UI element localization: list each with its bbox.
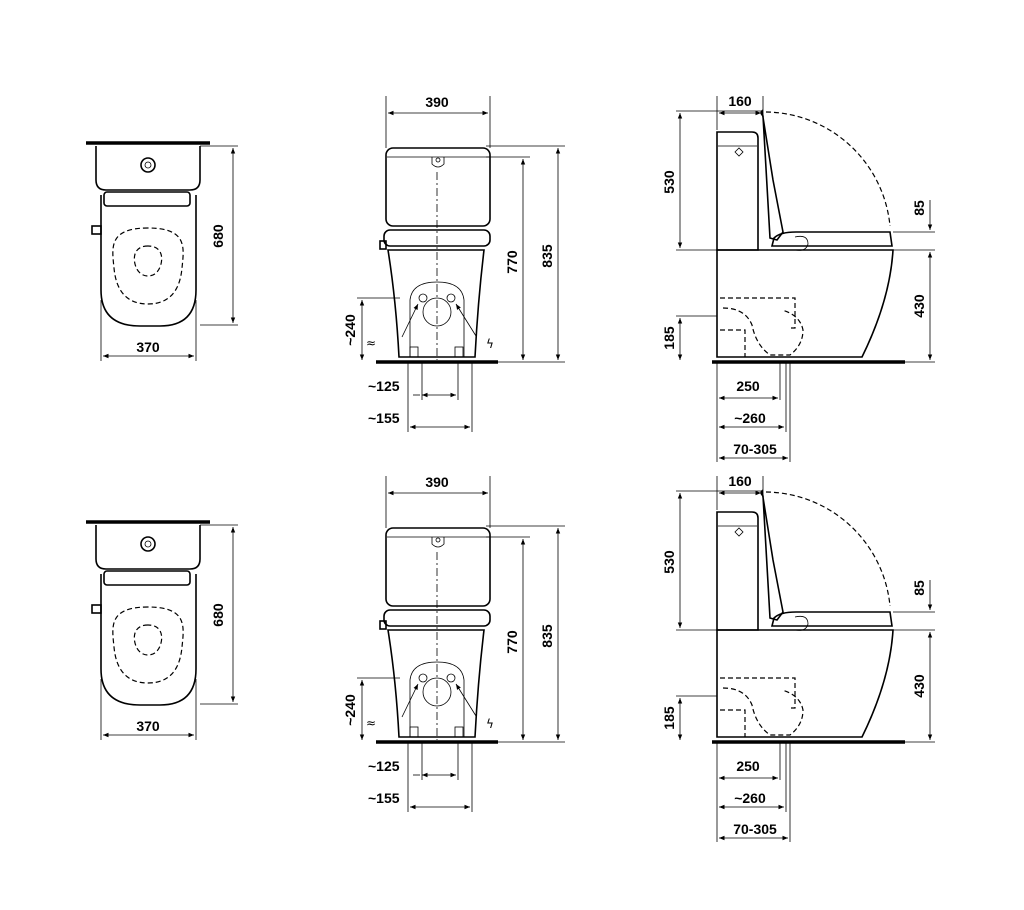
- side-view-outline: [676, 476, 935, 842]
- dim-155: ~155: [368, 790, 400, 806]
- dim-250: 250: [736, 758, 760, 774]
- dim-85: 85: [911, 200, 927, 216]
- dim-770: 770: [504, 250, 520, 274]
- front-view-1: 390 770 835 ~240 ≈ ϟ ~125 ~155: [342, 94, 565, 432]
- power-icon: ϟ: [486, 717, 494, 731]
- dim-160: 160: [728, 473, 752, 489]
- side-view-outline: [676, 96, 935, 462]
- dim-530: 530: [661, 170, 677, 194]
- top-view-1: 680 370: [86, 143, 238, 361]
- dim-370: 370: [136, 339, 160, 355]
- dim-835: 835: [539, 624, 555, 648]
- dim-260: ~260: [734, 790, 766, 806]
- front-view-2: 390 770 835 ~240 ≈ ϟ ~125 ~155: [342, 474, 565, 812]
- dim-185: 185: [661, 706, 677, 730]
- dim-250: 250: [736, 378, 760, 394]
- dim-430: 430: [911, 674, 927, 698]
- dim-530: 530: [661, 550, 677, 574]
- dim-835: 835: [539, 244, 555, 268]
- dim-155: ~155: [368, 410, 400, 426]
- top-view-outline: [86, 143, 238, 361]
- dim-85: 85: [911, 580, 927, 596]
- dim-680: 680: [210, 603, 226, 627]
- side-view-2: 160 530 85 430 185 250 ~260 70-305: [661, 473, 935, 842]
- water-icon: ≈: [366, 336, 376, 350]
- dim-370: 370: [136, 718, 160, 734]
- dim-70-305: 70-305: [733, 821, 777, 837]
- top-view-2: 680 370: [86, 522, 238, 740]
- dim-390: 390: [425, 94, 449, 110]
- dim-240: ~240: [342, 314, 358, 346]
- dim-240: ~240: [342, 694, 358, 726]
- side-view-1: 160 530 85 430 185 250 ~260 70-305: [661, 93, 935, 462]
- power-icon: ϟ: [486, 337, 494, 351]
- dim-430: 430: [911, 294, 927, 318]
- dim-125: ~125: [368, 378, 400, 394]
- dim-770: 770: [504, 630, 520, 654]
- top-view-outline: [86, 522, 238, 740]
- dim-125: ~125: [368, 758, 400, 774]
- dim-70-305: 70-305: [733, 441, 777, 457]
- dim-160: 160: [728, 93, 752, 109]
- dim-260: ~260: [734, 410, 766, 426]
- water-icon: ≈: [366, 716, 376, 730]
- dim-390: 390: [425, 474, 449, 490]
- dim-680: 680: [210, 224, 226, 248]
- dim-185: 185: [661, 326, 677, 350]
